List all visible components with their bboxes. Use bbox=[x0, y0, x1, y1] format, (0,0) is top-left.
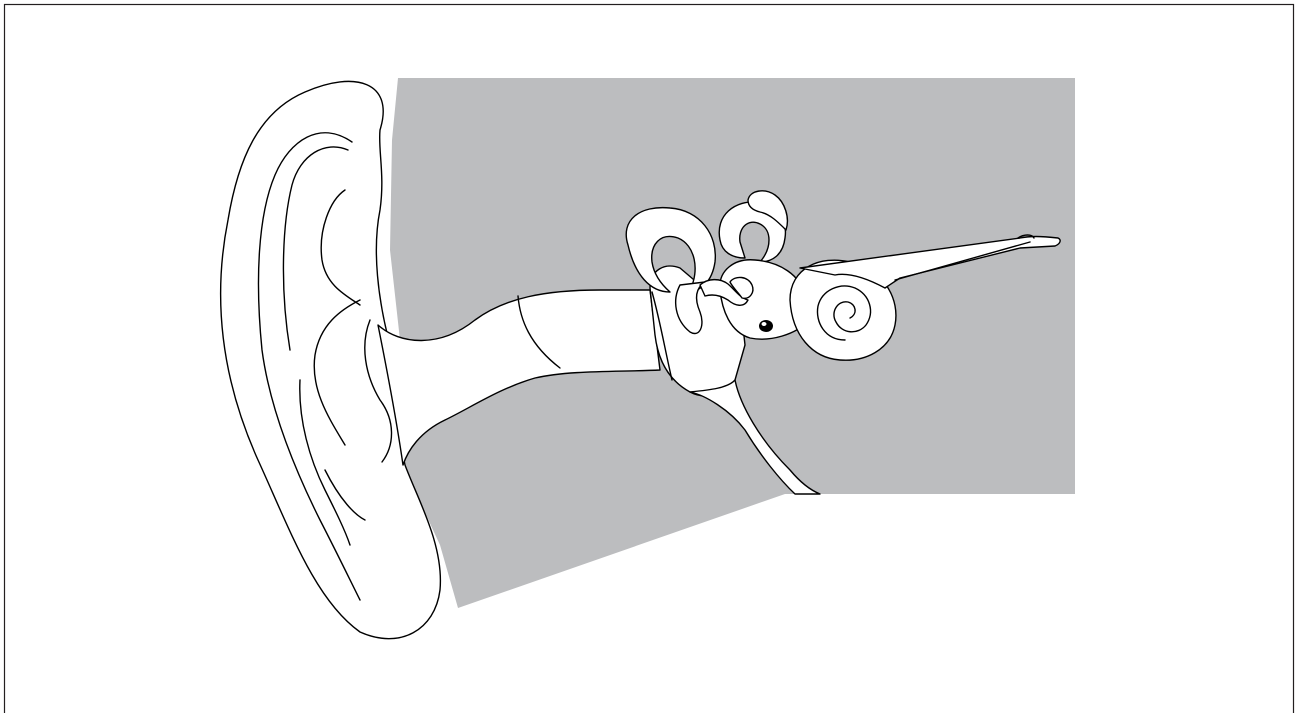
round-window bbox=[759, 320, 773, 332]
round-window-highlight bbox=[762, 322, 767, 326]
